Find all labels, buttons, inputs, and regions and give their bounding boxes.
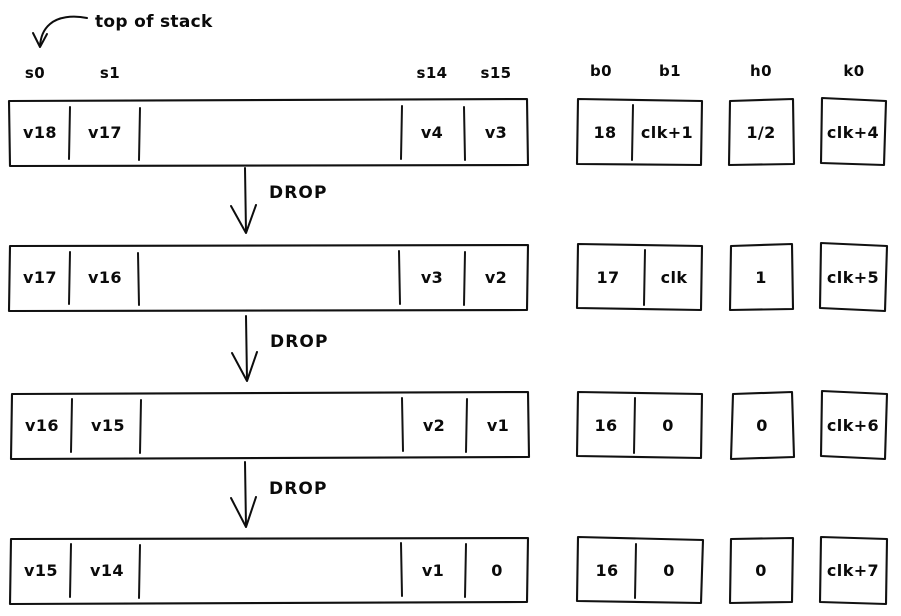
register-cell-row1-h0: 1/2 [746,123,776,142]
stack-column-label-s0: s0 [24,64,46,82]
register-column-label-b1: b1 [659,62,681,80]
register-cell-row2-b0: 17 [596,268,620,287]
register-column-label-k0: k0 [843,62,865,80]
register-cell-row4-k0: clk+7 [826,561,880,580]
register-cell-row4-b0: 16 [595,561,619,580]
register-cell-row1-b1: clk+1 [640,123,694,142]
register-cell-row1-b0: 18 [593,123,617,142]
stack-column-label-s15: s15 [480,64,512,82]
stack-column-label-s1: s1 [99,64,121,82]
stack-bar-row-2 [7,243,530,313]
drop-arrow-1-icon [230,167,257,234]
stack-cell-row4-s0: v15 [24,561,58,580]
register-cell-row2-h0: 1 [755,268,767,287]
register-boxes-row-3 [575,389,889,461]
stack-cell-row3-s0: v16 [25,416,59,435]
stack-column-label-s14: s14 [416,64,448,82]
register-cell-row2-b1: clk [660,268,688,287]
stack-cell-row1-s1: v17 [88,123,122,142]
stack-cell-row3-s15: v1 [486,416,510,435]
top-of-stack-arrow-icon [32,15,88,48]
top-of-stack-label: top of stack [95,12,213,32]
stack-cell-row2-s1: v16 [88,268,122,287]
stack-cell-row2-s14: v3 [420,268,444,287]
stack-bar-row-3 [9,390,531,461]
stack-cell-row2-s15: v2 [484,268,508,287]
register-cell-row4-b1: 0 [663,561,675,580]
register-cell-row1-k0: clk+4 [826,123,880,142]
stack-bar-row-1 [7,97,530,168]
register-boxes-row-2 [575,241,889,313]
register-boxes-row-4 [575,535,889,606]
register-cell-row3-b1: 0 [662,416,674,435]
register-column-label-b0: b0 [590,62,612,80]
register-cell-row4-h0: 0 [755,561,767,580]
register-cell-row3-b0: 16 [594,416,618,435]
register-cell-row3-k0: clk+6 [826,416,880,435]
register-column-label-h0: h0 [750,62,772,80]
drop-label-3: DROP [269,479,328,499]
stack-cell-row1-s15: v3 [484,123,508,142]
stack-bar-row-4 [8,536,530,606]
register-cell-row3-h0: 0 [756,416,768,435]
drop-arrow-3-icon [230,461,257,528]
register-cell-row2-k0: clk+5 [826,268,880,287]
stack-cell-row4-s1: v14 [90,561,124,580]
stack-cell-row1-s0: v18 [23,123,57,142]
drop-label-1: DROP [269,183,328,203]
drop-label-2: DROP [270,332,329,352]
stack-cell-row4-s15: 0 [491,561,503,580]
stack-cell-row2-s0: v17 [23,268,57,287]
stack-cell-row3-s1: v15 [91,416,125,435]
stack-cell-row1-s14: v4 [420,123,444,142]
register-boxes-row-1 [575,96,888,167]
stack-cell-row4-s14: v1 [421,561,445,580]
stack-cell-row3-s14: v2 [422,416,446,435]
drop-arrow-2-icon [231,315,258,382]
